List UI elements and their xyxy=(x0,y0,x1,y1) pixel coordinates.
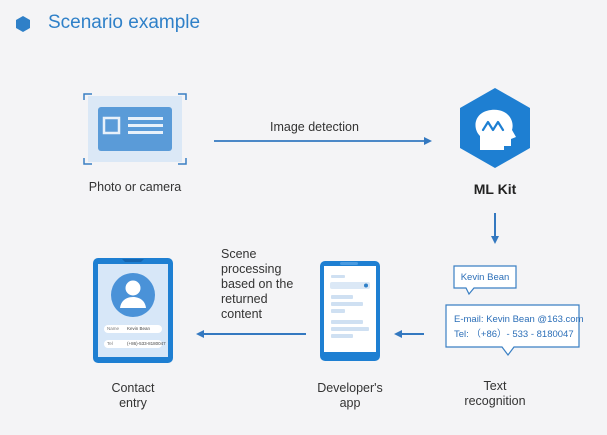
scene-line: returned xyxy=(221,292,268,306)
image-detection-label: Image detection xyxy=(270,120,359,134)
contact-entry-line2: entry xyxy=(119,396,147,410)
photo-label: Photo or camera xyxy=(88,180,182,194)
page-title: Scenario example xyxy=(48,12,201,33)
image-scan-icon xyxy=(83,93,187,165)
text-recognition-line2: recognition xyxy=(464,394,526,408)
mlkit-label: ML Kit xyxy=(473,181,517,197)
contact-entry-line1: Contact xyxy=(111,381,155,395)
contact-phone-icon xyxy=(93,258,173,363)
recognized-info: E-mail: Kevin Bean @163.com Tel: （+86）- … xyxy=(454,312,584,342)
contact-tel-label: Tel xyxy=(107,341,113,346)
scene-line: based on the xyxy=(221,277,294,291)
name-bubble xyxy=(453,265,517,296)
ml-kit-hexagon-icon xyxy=(460,88,530,168)
recognized-email: E-mail: Kevin Bean @163.com xyxy=(454,314,584,325)
developer-app-phone-icon xyxy=(320,261,380,361)
text-recognition-label: Text recognition xyxy=(450,379,540,409)
developer-app-line1: Developer's xyxy=(317,381,383,395)
hexagon-bullet-icon xyxy=(16,16,30,32)
contact-tel-value: (+86)-533-8180047 xyxy=(127,341,166,346)
recognized-name: Kevin Bean xyxy=(460,272,510,283)
scene-line: processing xyxy=(221,262,282,276)
contact-avatar-icon xyxy=(111,273,155,317)
recognized-tel: Tel: （+86）- 533 - 8180047 xyxy=(454,329,574,340)
scene-line: content xyxy=(221,307,263,321)
scene-processing-label: Scene processing based on the returned c… xyxy=(221,247,293,322)
scene-line: Scene xyxy=(221,247,257,261)
contact-name-label: Name xyxy=(107,326,120,331)
text-recognition-line1: Text xyxy=(483,379,507,393)
developer-app-line2: app xyxy=(339,396,361,410)
contact-name-value: Kevin Bean xyxy=(127,326,151,331)
contact-entry-label: Contact entry xyxy=(93,381,173,411)
developer-app-label: Developer's app xyxy=(305,381,395,411)
info-bubble xyxy=(445,304,580,356)
